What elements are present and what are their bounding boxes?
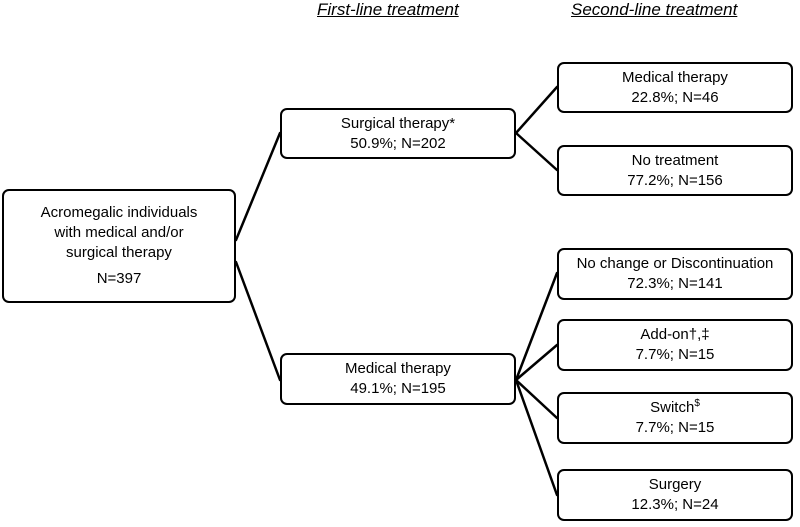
switch-superscript: $: [694, 398, 700, 409]
connector-medical-nochange: [514, 271, 559, 382]
connector-medical-addon: [514, 343, 559, 382]
node-stat: 22.8%; N=46: [631, 88, 719, 106]
connector-root-medical: [234, 260, 282, 382]
node-label: No treatment: [631, 151, 719, 169]
connector-surgical-medtx: [514, 85, 559, 135]
node-stat: 77.2%; N=156: [627, 171, 723, 189]
node-label: Surgery: [648, 476, 702, 493]
connector-surgical-notx: [514, 131, 559, 172]
node-label: Add-on†,‡: [640, 326, 710, 343]
node-stat: 72.3%; N=141: [627, 275, 723, 292]
header-first-line: First-line treatment: [317, 0, 459, 19]
node-second-no-treatment: No treatment 77.2%; N=156: [557, 145, 793, 196]
node-second-medical-therapy: Medical therapy 22.8%; N=46: [557, 62, 793, 113]
root-line-1: Acromegalic individuals: [40, 204, 198, 221]
root-node: Acromegalic individuals with medical and…: [2, 189, 236, 303]
connector-medical-surgery: [514, 378, 559, 497]
node-second-no-change: No change or Discontinuation 72.3%; N=14…: [557, 248, 793, 300]
node-stat: 50.9%; N=202: [350, 134, 446, 152]
node-label: Medical therapy: [622, 68, 728, 86]
node-stat: 12.3%; N=24: [631, 496, 719, 513]
node-stat: 7.7%; N=15: [635, 419, 715, 436]
connector-medical-switch: [514, 378, 559, 420]
node-surgical-therapy: Surgical therapy* 50.9%; N=202: [280, 108, 516, 159]
node-second-surgery: Surgery 12.3%; N=24: [557, 469, 793, 521]
connector-root-surgical: [234, 131, 282, 242]
node-stat: 49.1%; N=195: [350, 380, 446, 397]
root-line-2: with medical and/or: [54, 224, 184, 241]
node-label: Switch$: [650, 398, 700, 418]
root-line-3: surgical therapy: [66, 244, 172, 261]
header-second-line: Second-line treatment: [571, 0, 738, 19]
node-second-switch: Switch$ 7.7%; N=15: [557, 392, 793, 444]
root-count: N=397: [96, 270, 142, 287]
node-label: No change or Discontinuation: [576, 255, 774, 272]
node-medical-therapy: Medical therapy 49.1%; N=195: [280, 353, 516, 405]
node-second-add-on: Add-on†,‡ 7.7%; N=15: [557, 319, 793, 371]
node-label: Surgical therapy*: [340, 114, 456, 132]
switch-label-text: Switch: [650, 399, 695, 416]
node-label: Medical therapy: [345, 360, 451, 377]
node-stat: 7.7%; N=15: [635, 346, 715, 363]
